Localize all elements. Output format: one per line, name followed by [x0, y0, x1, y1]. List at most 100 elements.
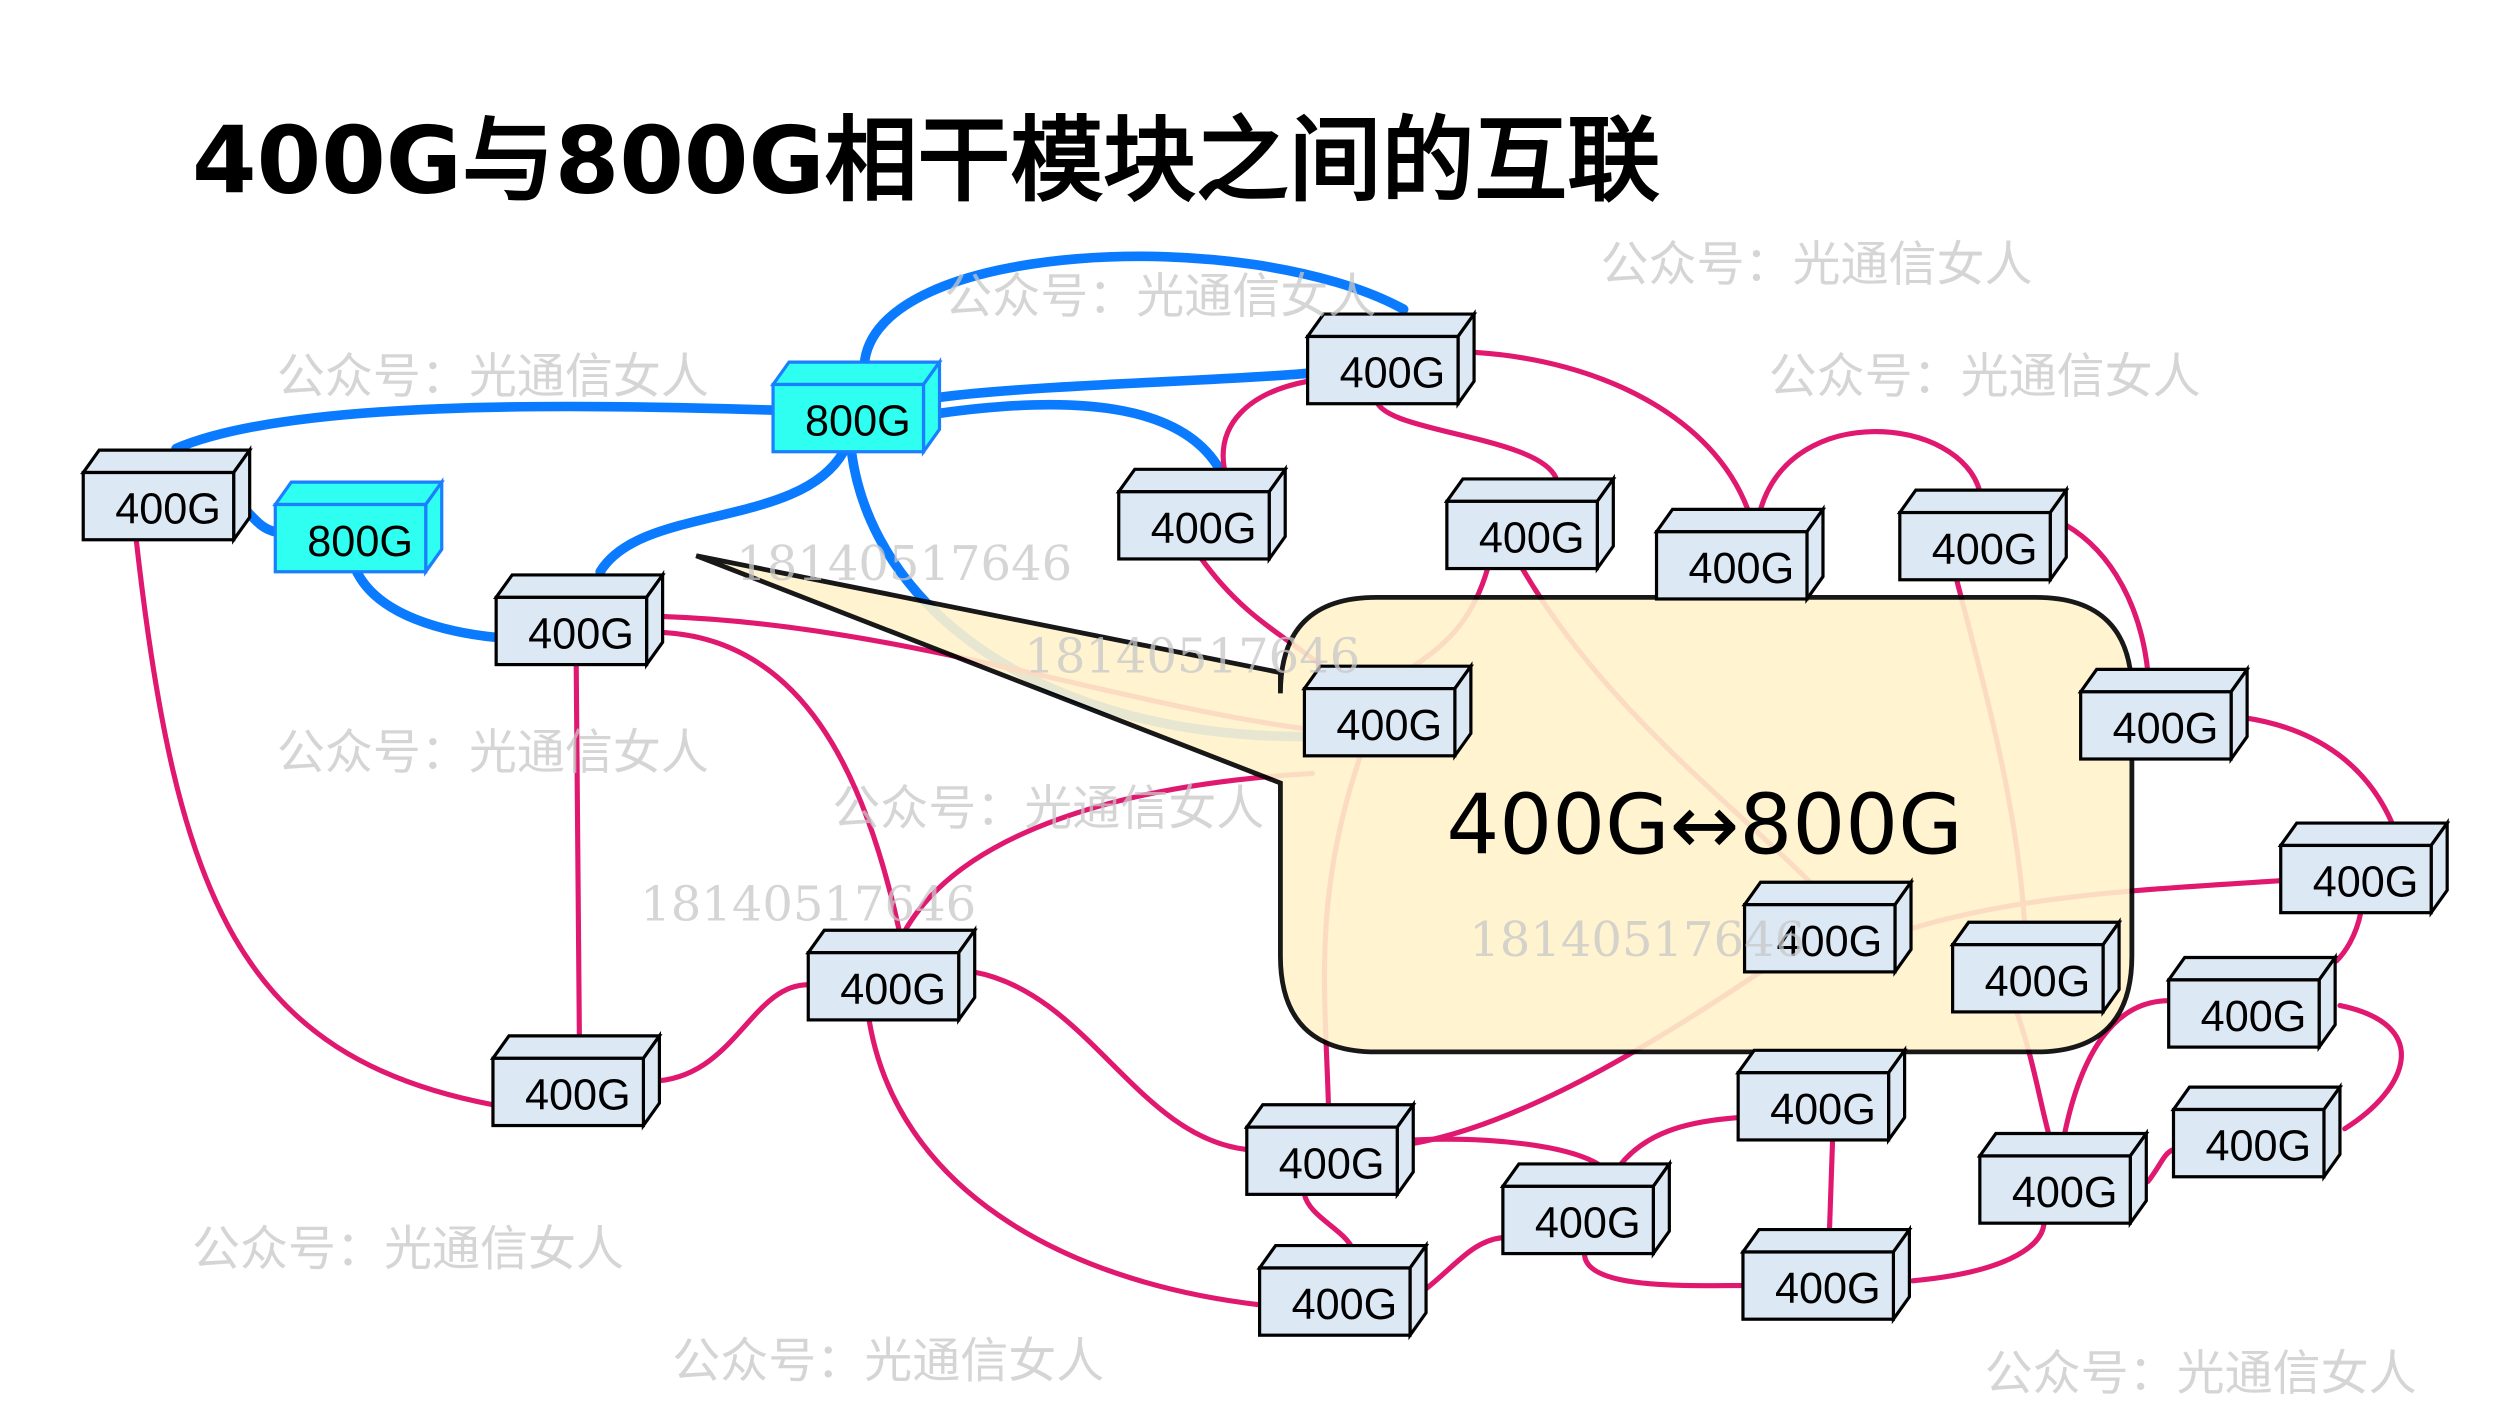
node-400g: 400G [1735, 1045, 1908, 1145]
node-label: 400G [525, 1072, 631, 1120]
node-top-face [1499, 1162, 1673, 1188]
node-400g: 400G [1443, 473, 1617, 574]
node-front-face [1117, 490, 1271, 561]
watermark-phone: 18140517646 [640, 877, 976, 933]
node-label: 400G [840, 966, 946, 1014]
link-400g [1617, 1114, 1741, 1169]
node-top-face [805, 928, 978, 955]
link-400g [1581, 1251, 1746, 1289]
node-label: 400G [1479, 515, 1585, 563]
node-label: 400G [2313, 859, 2419, 907]
node-400g: 400G [1301, 661, 1474, 761]
watermark: 公众号：光通信女人 [1601, 236, 2033, 292]
link-400g [2063, 522, 2151, 676]
link-400g [2062, 998, 2172, 1137]
node-top-face [493, 573, 666, 599]
link-400g [2334, 910, 2364, 964]
watermark: 公众号：光通信女人 [1985, 1346, 2417, 1402]
watermark-phone: 18140517646 [1469, 912, 1805, 968]
link-400g [1301, 1191, 1355, 1252]
link-400g [2337, 1002, 2404, 1132]
watermark: 公众号：光通信女人 [1769, 349, 2201, 405]
link-800g [350, 563, 501, 643]
link-400g [661, 630, 903, 935]
node-800g: 800G [272, 477, 445, 577]
node-front-face [1736, 1071, 1891, 1142]
watermarks: 公众号：光通信女人 公众号：光通信女人 公众号：光通信女人 公众号：光通信女人 … [192, 236, 2417, 1401]
800g-links [171, 251, 1409, 742]
link-400g [656, 982, 811, 1084]
watermark-phone: 18140517646 [736, 536, 1072, 592]
node-label: 400G [2113, 705, 2219, 753]
node-400g: 400G [1243, 1099, 1417, 1200]
link-400g [1220, 378, 1311, 472]
node-400g: 400G [2165, 952, 2339, 1053]
node-top-face [1739, 1227, 1913, 1254]
watermark-phone: 18140517646 [1024, 629, 1360, 685]
node-front-face [1742, 903, 1897, 974]
link-400g [573, 658, 582, 1041]
node-top-face [1243, 1103, 1417, 1129]
node-label: 400G [2201, 993, 2307, 1041]
link-400g [1473, 349, 1751, 512]
link-400g [1758, 429, 1983, 512]
node-top-face [272, 480, 445, 507]
node-front-face [491, 1056, 646, 1128]
node-400g: 400G [489, 1030, 663, 1131]
link-400g [1826, 1137, 1836, 1236]
node-400g: 400G [2077, 664, 2251, 765]
node-front-face [1245, 1125, 1399, 1196]
watermark: 公众号：光通信女人 [192, 1221, 624, 1277]
node-400g: 400G [1304, 309, 1478, 409]
node-front-face [1306, 334, 1460, 406]
link-800g [934, 368, 1313, 403]
node-label: 400G [1777, 918, 1883, 966]
node-front-face [1898, 510, 2052, 582]
link-400g [2239, 714, 2396, 828]
node-front-face [2079, 690, 2233, 761]
slide-title: 400G与800G相干模块之间的互联 [192, 106, 1660, 214]
node-front-face [1978, 1154, 2132, 1225]
node-400g: 400G [1741, 877, 1915, 977]
node-800g: 800G [769, 357, 943, 457]
node-front-face [1501, 1184, 1655, 1256]
node-front-face [2167, 978, 2321, 1049]
node-top-face [1896, 488, 2070, 515]
node-front-face [494, 595, 649, 667]
node-400g: 400G [1115, 464, 1289, 564]
node-front-face [2279, 843, 2433, 915]
node-top-face [1735, 1048, 1908, 1075]
node-400g: 400G [2170, 1082, 2344, 1182]
link-800g [595, 446, 849, 577]
node-top-face [1653, 507, 1827, 534]
node-top-face [2277, 821, 2451, 848]
node-front-face [2171, 1107, 2326, 1179]
link-800g [934, 399, 1225, 475]
node-front-face [81, 470, 236, 542]
node-front-face [1445, 499, 1599, 571]
node-front-face [1951, 943, 2105, 1014]
node-400g: 400G [80, 445, 253, 545]
node-400g: 400G [1739, 1224, 1913, 1325]
watermark: 公众号：光通信女人 [277, 725, 709, 781]
node-400g: 400G [1949, 917, 2123, 1017]
node-top-face [1443, 477, 1617, 503]
node-400g: 400G [1256, 1240, 1430, 1341]
node-top-face [80, 448, 253, 475]
node-top-face [1115, 467, 1289, 494]
node-label: 400G [1336, 702, 1442, 750]
node-front-face [1258, 1266, 1412, 1337]
node-label: 400G [1151, 505, 1257, 553]
callout-text: 400G↔800G [1446, 776, 1962, 873]
node-label: 400G [2205, 1123, 2311, 1171]
watermark: 公众号：光通信女人 [832, 781, 1264, 837]
node-label: 800G [307, 518, 413, 566]
node-top-face [2170, 1085, 2344, 1112]
node-top-face [2165, 955, 2339, 982]
node-top-face [769, 360, 943, 387]
link-400g [1373, 397, 1559, 480]
node-400g: 400G [805, 925, 978, 1025]
node-label: 400G [115, 486, 221, 534]
